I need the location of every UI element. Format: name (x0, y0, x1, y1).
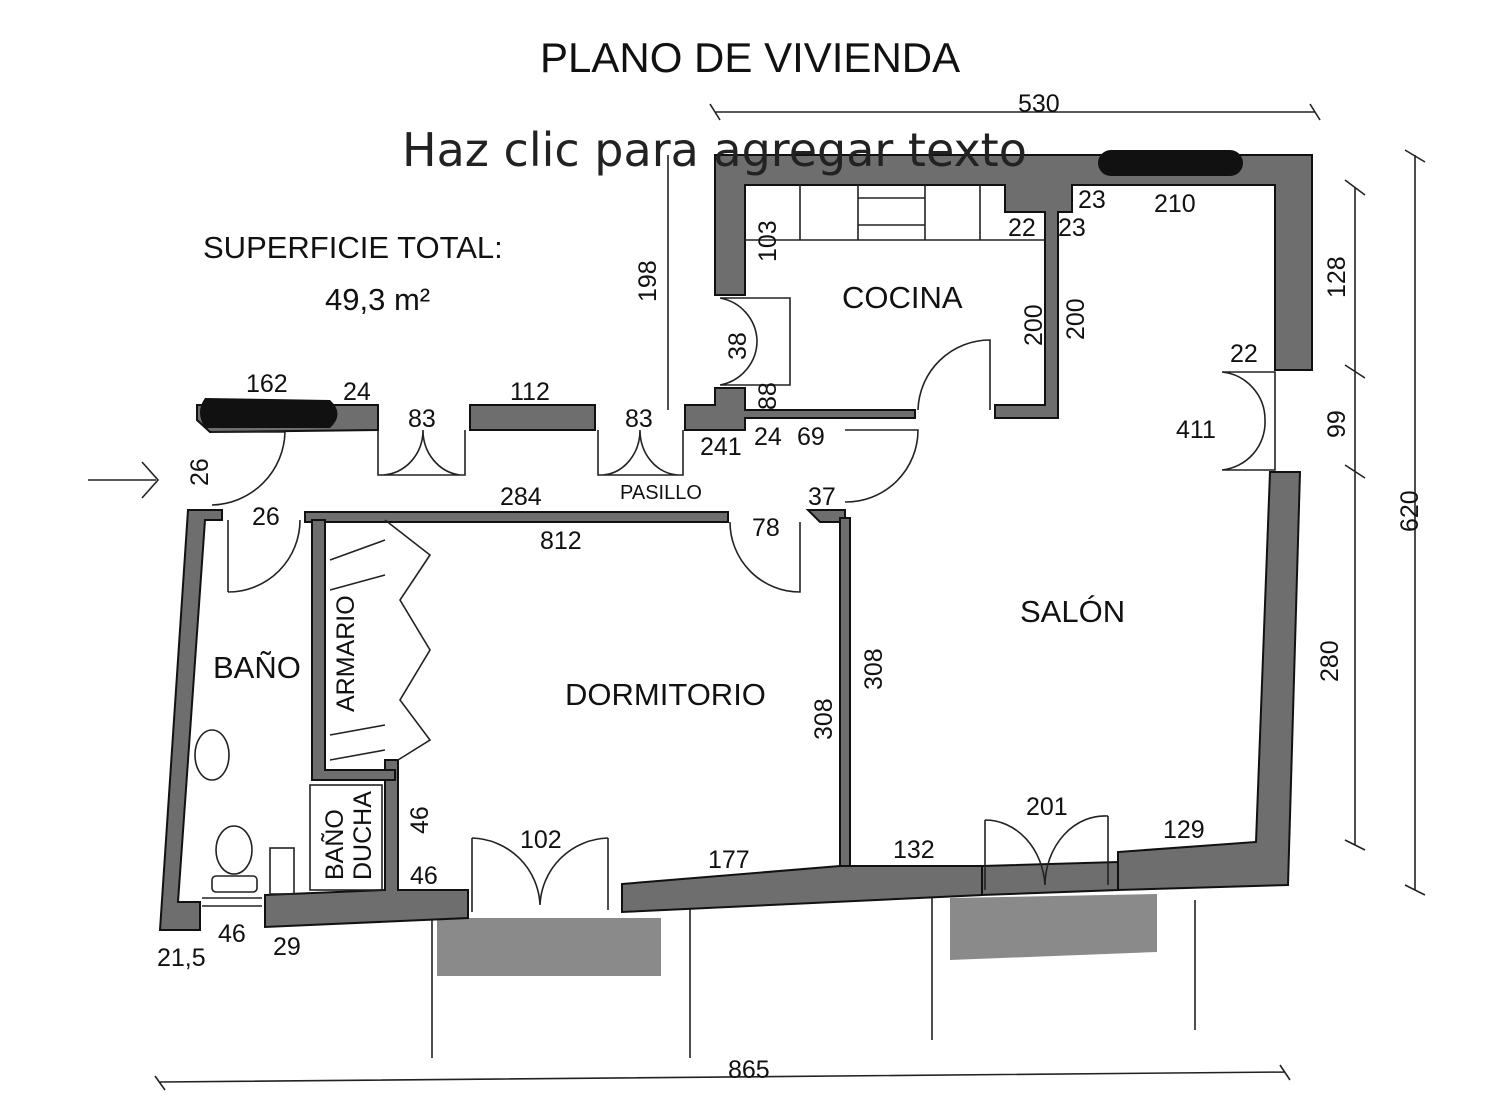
dimension-label: 200 (1020, 304, 1048, 346)
redaction-mark (200, 398, 338, 428)
terrace-left (437, 918, 661, 976)
dimension-label: 865 (728, 1056, 770, 1084)
dimension-label: 280 (1316, 640, 1344, 682)
redaction-mark (1098, 150, 1243, 176)
plan-title: PLANO DE VIVIENDA (540, 34, 960, 81)
dimension-label: 22 (1008, 214, 1036, 242)
dimension-labels: 530 620 865 128 99 280 198 103 38 88 22 … (157, 90, 1424, 1084)
dimension-label: 99 (1323, 410, 1351, 438)
room-armario: ARMARIO (332, 595, 360, 712)
dimension-label: 129 (1163, 816, 1205, 844)
dimension-label: 198 (634, 260, 662, 302)
terrace-outline (431, 895, 1196, 1058)
room-salon: SALÓN (1020, 594, 1125, 629)
dimension-label: 38 (724, 332, 752, 360)
dimension-label: 812 (540, 527, 582, 555)
dimension-label: 102 (520, 826, 562, 854)
dimension-label: 29 (273, 933, 301, 961)
dimension-label: 620 (1396, 490, 1424, 532)
dimension-label: 69 (797, 423, 825, 451)
dimension-label: 103 (754, 220, 782, 262)
room-bano-ducha: BAÑO (320, 809, 349, 880)
dimension-label: 23 (1058, 214, 1086, 242)
dimension-label: 24 (343, 378, 371, 406)
dimension-label: 241 (700, 433, 742, 461)
dimension-label: 411 (1176, 416, 1216, 444)
surface-value: 49,3 m² (325, 282, 430, 317)
dimension-label: 46 (410, 862, 438, 890)
dimension-label: 37 (808, 483, 836, 511)
dimension-label: 83 (625, 405, 653, 433)
dimension-label: 83 (408, 405, 436, 433)
placeholder-textbox[interactable]: Haz clic para agregar texto (402, 123, 1027, 177)
dimension-label: 23 (1078, 186, 1106, 214)
room-pasillo: PASILLO (620, 482, 702, 504)
dimension-label: 132 (893, 836, 935, 864)
dimension-label: 201 (1026, 793, 1068, 821)
dimension-label: 210 (1154, 190, 1196, 218)
dimension-label: 78 (752, 514, 780, 542)
dimension-label: 46 (406, 806, 434, 834)
dimension-label: 308 (860, 648, 888, 690)
dimension-label: 128 (1323, 256, 1351, 298)
room-bano-ducha: DUCHA (349, 791, 377, 880)
dimension-label: 284 (500, 483, 542, 511)
dimension-label: 24 (754, 423, 782, 451)
doors (88, 103, 1426, 1091)
dimension-label: 46 (218, 920, 246, 948)
dimension-label: 22 (1230, 340, 1258, 368)
dimension-label: 112 (510, 378, 550, 406)
dimension-label: 26 (186, 458, 214, 486)
dimension-label: 177 (708, 846, 750, 874)
dimension-label: 530 (1018, 90, 1060, 118)
room-cocina: COCINA (842, 280, 963, 315)
dimension-label: 200 (1062, 298, 1090, 340)
dimension-label: 308 (810, 698, 838, 740)
dimension-label: 21,5 (157, 944, 206, 972)
room-bano: BAÑO (213, 650, 301, 685)
dimension-label: 88 (754, 382, 782, 410)
surface-label: SUPERFICIE TOTAL: (203, 230, 503, 265)
dimension-label: 26 (252, 503, 280, 531)
room-dormitorio: DORMITORIO (565, 677, 766, 712)
terrace-right (950, 894, 1157, 960)
dimension-label: 162 (246, 370, 288, 398)
